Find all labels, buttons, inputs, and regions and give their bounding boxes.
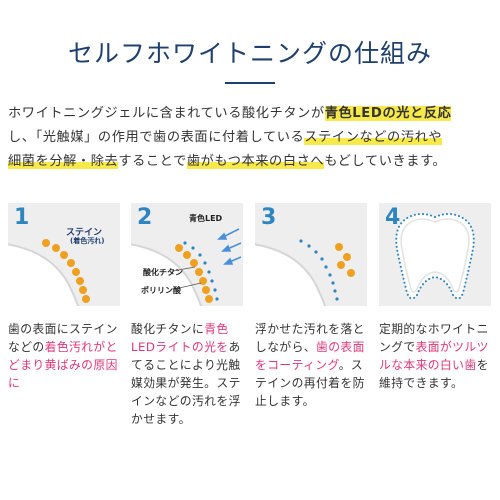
intro-line-1: ホワイトニングジェルに含まれている酸化チタンが青色LEDの光と反応 bbox=[8, 102, 498, 126]
step-1-desc-highlight: 着色汚れがとどまり黄ばみの原因に bbox=[8, 340, 118, 390]
step-4-desc-text: 定期的なホワイトニングで bbox=[379, 322, 489, 354]
step-4-desc-highlight: 表面がツルツルな本来の白い歯 bbox=[379, 340, 489, 372]
step-1-number: 1 bbox=[14, 205, 30, 230]
step-4-description: 定期的なホワイトニングで表面がツルツルな本来の白い歯を維持できます。 bbox=[379, 320, 489, 392]
polyphosphate-label: ポリリン酸 bbox=[141, 286, 181, 295]
step-4-number: 4 bbox=[385, 205, 401, 230]
tooth-illustration-3 bbox=[255, 239, 355, 306]
tooth-illustration-2 bbox=[131, 228, 242, 306]
intro-line-2: し、「光触媒」の作用で歯の表面に付着しているステインなどの汚れや bbox=[8, 126, 498, 150]
titanium-label: 酸化チタン bbox=[143, 268, 183, 277]
intro-line-2-text: し、「光触媒」の作用で歯の表面に付着している bbox=[8, 130, 305, 145]
step-3-description: 浮かせた汚れを落としながら、歯の表面をコーティング。ステインの再付着を防止します… bbox=[255, 320, 365, 410]
intro-highlight-stain: ステインなどの汚れや bbox=[304, 130, 443, 145]
step-3-number: 3 bbox=[261, 205, 277, 230]
step-3-desc-highlight: 歯の表面をコーティング bbox=[255, 340, 365, 372]
tooth-illustration-4 bbox=[395, 213, 475, 300]
intro-highlight-bacteria: 細菌を分解・除去 bbox=[8, 154, 119, 169]
step-2-desc-highlight: 青色LEDライトの光を bbox=[131, 322, 229, 354]
intro-line-1-text: ホワイトニングジェルに含まれている酸化チタンが bbox=[8, 106, 325, 121]
intro-highlight-white: 歯がもつ本来の白さへ bbox=[186, 154, 325, 169]
step-4-panel: 4 bbox=[379, 203, 491, 306]
step-2-number: 2 bbox=[137, 205, 153, 230]
step-3-panel: 3 bbox=[255, 203, 367, 306]
step-1-desc-text: 歯の表面にステインなどの bbox=[8, 322, 118, 354]
step-2-desc-end: あてることにより光触媒効果が発生。ステインなどの汚れを浮かせます。 bbox=[131, 340, 241, 426]
intro-line-3: 細菌を分解・除去することで歯がもつ本来の白さへもどしていきます。 bbox=[8, 150, 498, 174]
intro-text: ホワイトニングジェルに含まれている酸化チタンが青色LEDの光と反応 し、「光触媒… bbox=[8, 102, 498, 174]
step-3-desc-text: 浮かせた汚れを落としながら、 bbox=[255, 322, 365, 354]
intro-line-3-text: することで bbox=[118, 154, 187, 169]
intro-highlight-led: 青色LEDの光と反応 bbox=[324, 106, 452, 121]
stain-sub-label: (着色汚れ) bbox=[70, 237, 105, 245]
step-3-desc-end: 。ステインの再付着を防止します。 bbox=[255, 358, 365, 408]
step-1-panel: 1 ステイン (着色汚れ) bbox=[8, 203, 120, 306]
step-2-desc-text: 酸化チタンに bbox=[131, 322, 205, 336]
step-2-panel: 2 青色LED 酸化チタン ポリリン酸 bbox=[131, 203, 243, 306]
step-2-description: 酸化チタンに青色LEDライトの光をあてることにより光触媒効果が発生。ステインなど… bbox=[131, 320, 241, 428]
blue-led-label: 青色LED bbox=[189, 214, 223, 223]
tooth-illustration-1 bbox=[8, 239, 90, 306]
step-1-description: 歯の表面にステインなどの着色汚れがとどまり黄ばみの原因に bbox=[8, 320, 118, 392]
intro-line-3-end: もどしていきます。 bbox=[324, 154, 447, 169]
step-4-desc-end: を維持できます。 bbox=[379, 358, 489, 390]
stain-label: ステイン bbox=[66, 228, 103, 238]
page-title: セルフホワイトニングの仕組み bbox=[67, 39, 432, 68]
title-underline bbox=[225, 82, 275, 84]
